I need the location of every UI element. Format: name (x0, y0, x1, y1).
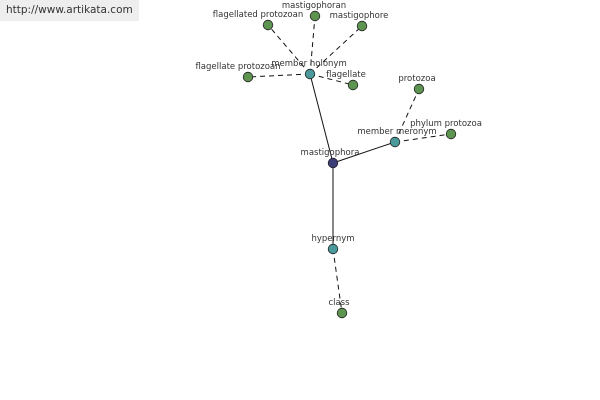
edge-holonym-mastigophore (309, 25, 363, 75)
node-phylum-protozoa[interactable] (445, 128, 457, 140)
edge-hypernym-class (332, 248, 343, 314)
edge-center-member-meronym (332, 141, 396, 164)
edge-holonym-flagellated-protozoan (267, 24, 311, 75)
node-member-holonym[interactable] (304, 68, 316, 80)
node-flagellate[interactable] (347, 79, 359, 91)
label-member-meronym: member meronym (357, 127, 436, 137)
label-mastigophore: mastigophore (330, 11, 389, 21)
node-member-meronym[interactable] (389, 136, 401, 148)
edge-center-member-holonym (309, 73, 334, 164)
label-class: class (328, 298, 350, 308)
label-flagellated-protozoan: flagellated protozoan (213, 10, 303, 20)
label-flagellate: flagellate (326, 70, 366, 80)
label-flagellate-protozoan: flagellate protozoan (195, 62, 280, 72)
source-url-link[interactable]: http://www.artikata.com (0, 0, 139, 21)
edge-meronym-protozoa (394, 88, 420, 143)
edge-holonym-mastigophoran (309, 15, 316, 75)
node-flagellate-protozoan[interactable] (242, 71, 254, 83)
label-mastigophoran: mastigophoran (282, 1, 346, 11)
node-flagellated-protozoan[interactable] (262, 19, 274, 31)
label-mastigophora: mastigophora (301, 148, 360, 158)
label-member-holonym: member holonym (271, 59, 346, 69)
node-hypernym[interactable] (327, 243, 339, 255)
node-class[interactable] (336, 307, 348, 319)
node-protozoa[interactable] (413, 83, 425, 95)
edge-meronym-phylum-protozoa (394, 133, 452, 143)
label-hypernym: hypernym (311, 234, 354, 244)
label-phylum-protozoa: phylum protozoa (410, 119, 482, 129)
edge-holonym-flagellate-protozoan (247, 73, 311, 78)
node-mastigophoran[interactable] (309, 10, 321, 22)
node-mastigophora[interactable] (327, 157, 339, 169)
label-protozoa: protozoa (398, 74, 435, 84)
node-mastigophore[interactable] (356, 20, 368, 32)
edge-holonym-flagellate (309, 73, 354, 86)
